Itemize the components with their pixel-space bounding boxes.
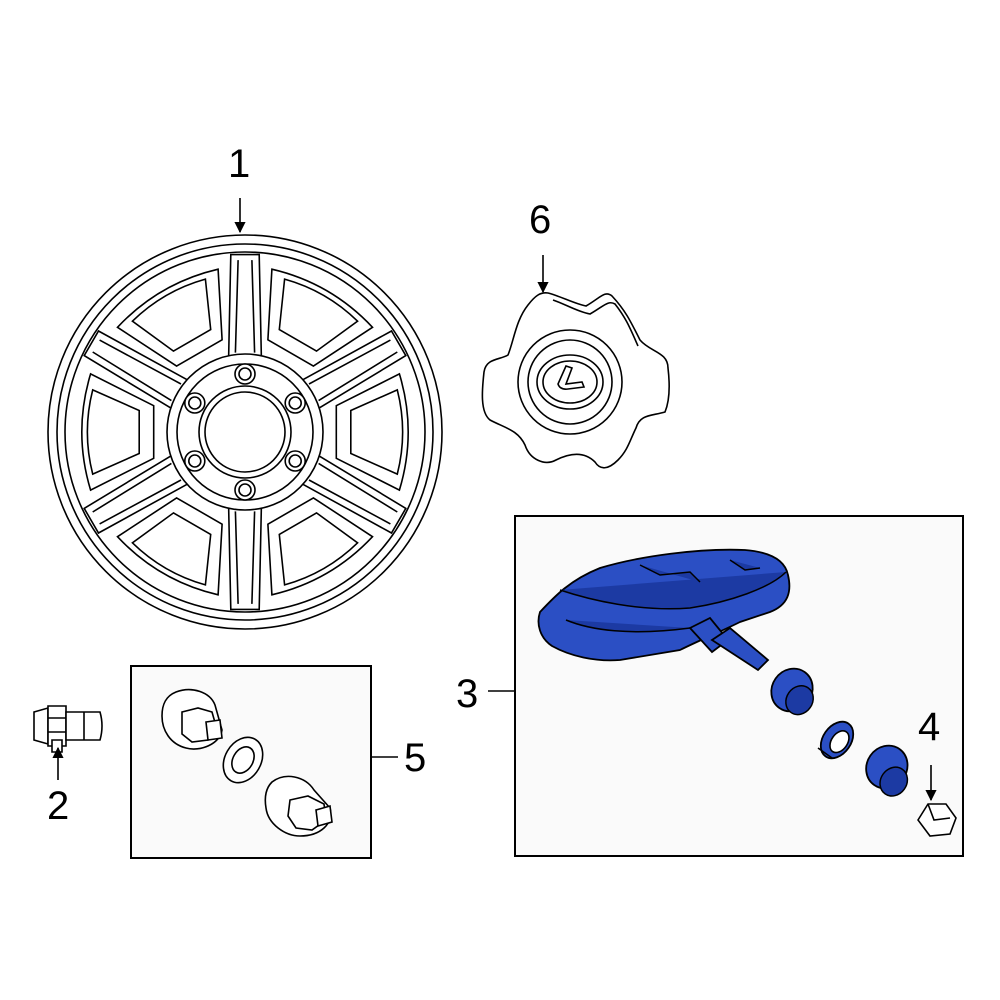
tpms-sensor-box: [514, 515, 964, 857]
callout-5: 5: [404, 736, 427, 780]
wheel-window-inner: [278, 511, 359, 586]
wheel-spoke-ridge: [92, 339, 182, 402]
wheel-window-inner: [278, 278, 359, 353]
wheel-spoke: [227, 253, 263, 359]
wheel-window: [116, 268, 223, 368]
wheel-spoke-ridge: [308, 462, 398, 525]
wheel-spoke: [83, 453, 191, 535]
wheel-window-inner: [131, 278, 212, 353]
wheel-spoke-ridge: [234, 511, 256, 604]
wheel-spoke-ridge: [234, 260, 256, 353]
wheel-spoke-ridge: [308, 339, 398, 402]
wheel-spoke: [83, 329, 191, 411]
lug-nut-illustration: [33, 705, 103, 753]
wheel-window: [116, 496, 223, 596]
lug-hole: [288, 454, 303, 468]
callout-1: 1: [228, 142, 251, 186]
lug-hole: [188, 396, 202, 410]
wheel-window-inner: [350, 388, 404, 476]
lug-hole: [238, 367, 252, 381]
wheel-window: [335, 372, 409, 492]
wheel-spoke: [227, 505, 263, 611]
wheel-spoke: [299, 329, 407, 411]
callout-4: 4: [918, 705, 941, 749]
wheel-window-inner: [131, 511, 212, 586]
callout-6: 6: [529, 198, 552, 242]
lug-hole: [238, 483, 252, 497]
center-cap-illustration: [481, 292, 671, 469]
wheel-spoke: [299, 453, 407, 535]
lug-hole: [288, 396, 303, 410]
wheel-window: [81, 372, 155, 492]
wheel-illustration: [47, 234, 443, 630]
wheel-window-inner: [86, 388, 140, 476]
service-kit-box: [130, 665, 372, 859]
wheel-window: [267, 496, 374, 596]
lug-hole: [188, 454, 202, 468]
callout-2: 2: [47, 784, 70, 828]
wheel-spoke-ridge: [92, 462, 182, 525]
wheel-window: [267, 268, 374, 368]
callout-3: 3: [456, 672, 479, 716]
